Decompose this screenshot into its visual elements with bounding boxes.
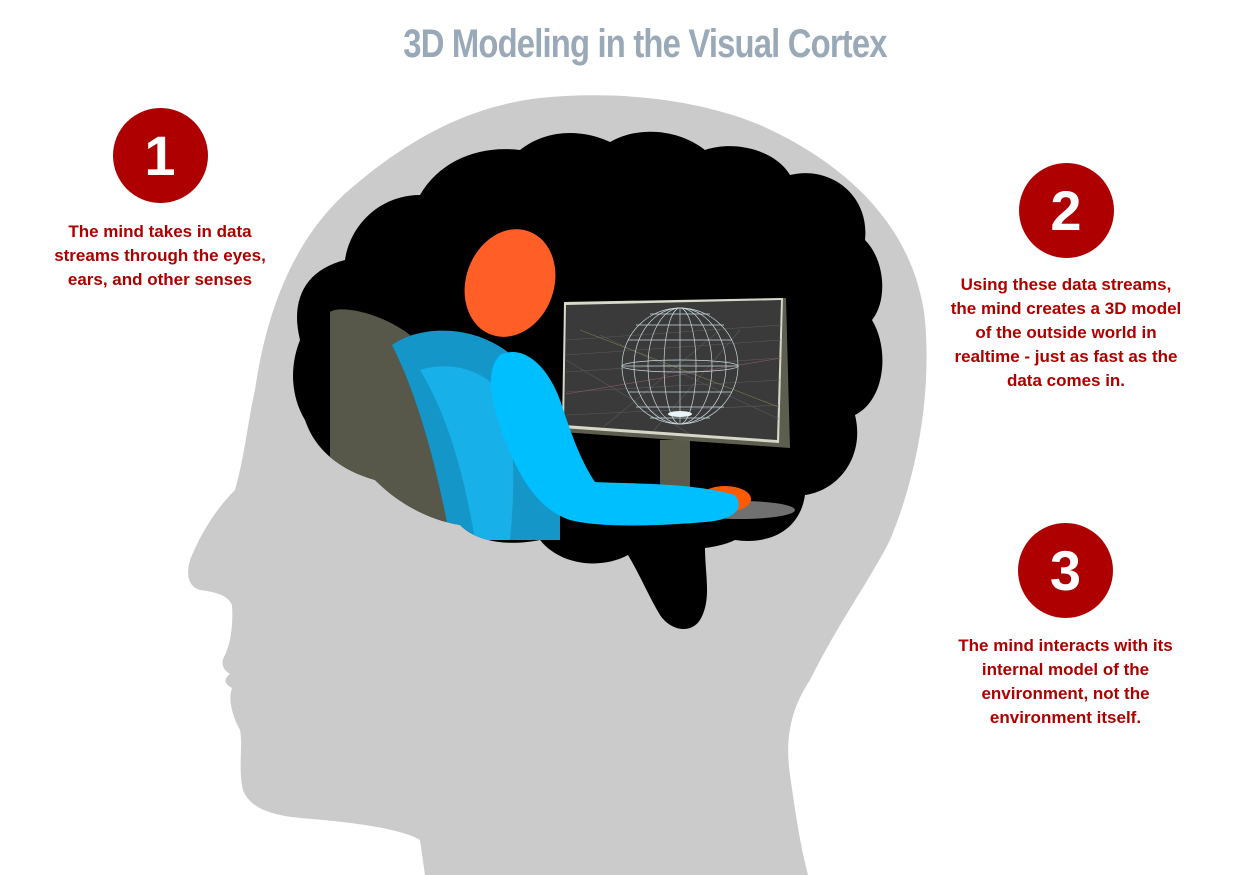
wireframe-sphere-icon [621,307,739,425]
page-title: 3D Modeling in the Visual Cortex [403,22,887,66]
step-1-number-badge: 1 [112,108,208,203]
step-1-description: The mind takes in data streams through t… [54,222,266,289]
step-1: 1 The mind takes in data streams through… [30,108,290,292]
step-2: 2 Using these data streams, the mind cre… [950,163,1182,393]
step-3-description: The mind interacts with its internal mod… [958,636,1173,727]
step-2-description: Using these data streams, the mind creat… [950,275,1182,390]
step-3: 3 The mind interacts with its internal m… [938,523,1193,730]
step-3-number-badge: 3 [1018,523,1113,618]
person-arm-icon [490,352,739,526]
step-2-number-badge: 2 [1018,163,1114,258]
person-head-icon [464,229,556,337]
